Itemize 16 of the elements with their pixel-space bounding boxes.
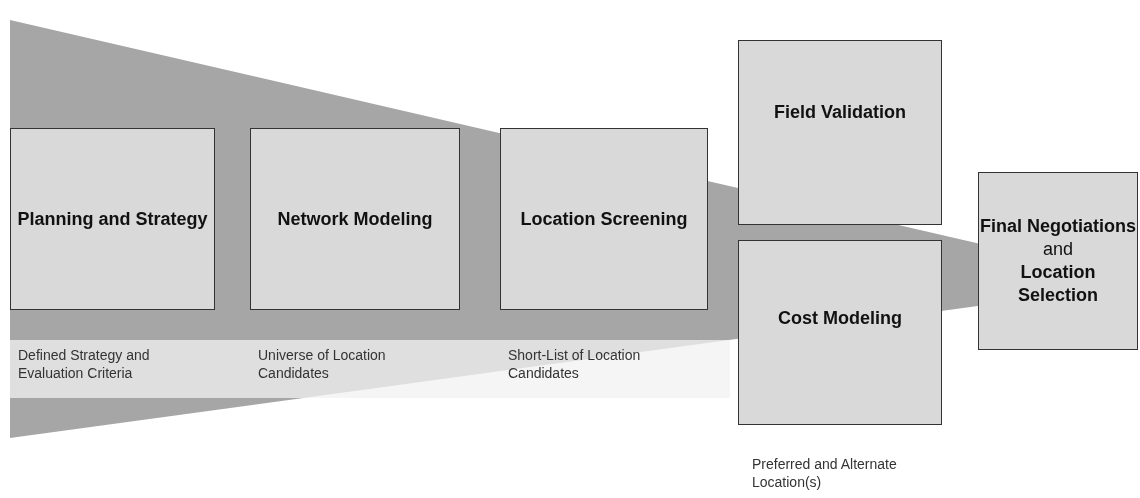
stage-box: [738, 40, 942, 225]
stage-outcome: Defined Strategy and Evaluation Criteria: [18, 346, 151, 382]
stage-outcome: Universe of Location Candidates: [258, 346, 387, 382]
stage-title: Field Validation: [774, 101, 906, 124]
stage-box: [250, 128, 460, 310]
stage-title: Planning and Strategy: [17, 207, 208, 231]
stage-box: [500, 128, 708, 310]
stage-outcome: Preferred and Alternate Location(s): [752, 455, 898, 491]
stage-title: Cost Modeling: [778, 307, 902, 330]
stage-title: Location Screening: [520, 207, 688, 231]
stage-outcome: Short-List of Location Candidates: [508, 346, 642, 382]
stage-box: [978, 172, 1138, 350]
stage-box: [10, 128, 215, 310]
stage-title: Network Modeling: [277, 207, 433, 231]
stage-title: Final Negotiations and Location Selection: [979, 215, 1137, 307]
stage-box: [738, 240, 942, 425]
